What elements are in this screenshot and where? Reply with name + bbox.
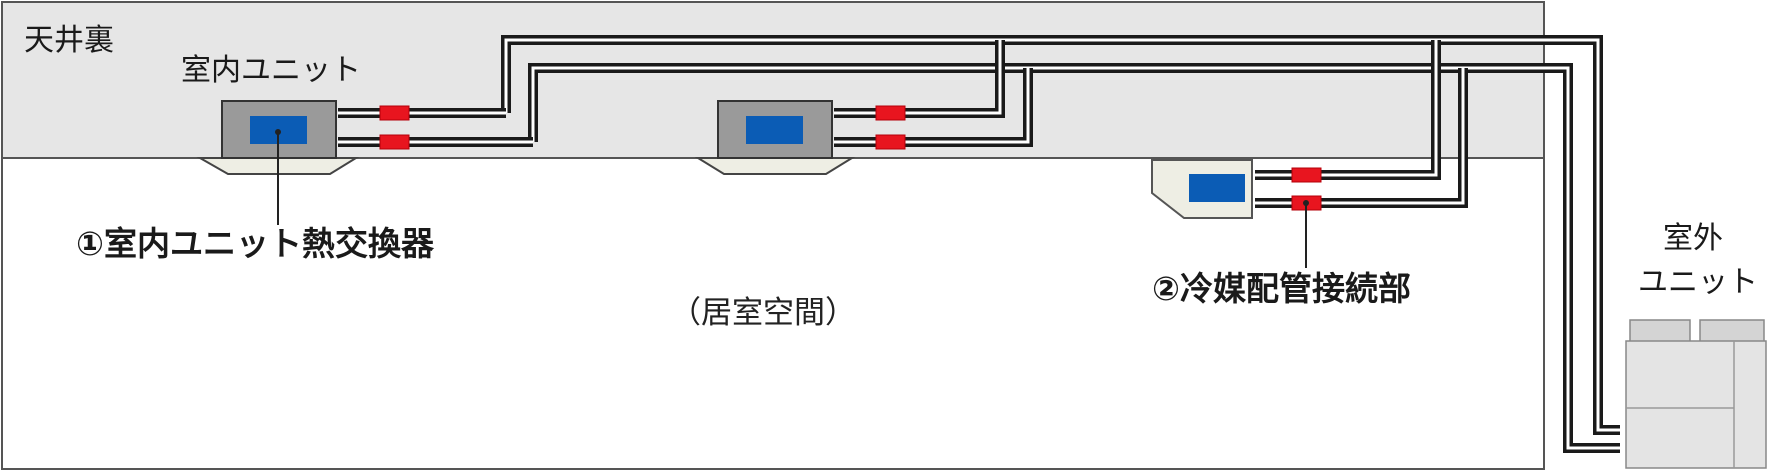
heat-exchanger — [1189, 174, 1245, 202]
connector — [379, 105, 410, 121]
fan-top-right — [1699, 319, 1765, 343]
refrigerant-pipes — [338, 35, 1620, 453]
outdoor-unit-label-line2: ユニット — [1638, 265, 1758, 300]
indoor-unit-3 — [1151, 159, 1253, 219]
heat-exchanger — [746, 116, 803, 144]
callout-pipe-connection: ②冷媒配管接続部 — [1152, 269, 1411, 308]
indoor-unit-label: 室内ユニット — [181, 53, 361, 88]
fan-top-left — [1629, 319, 1691, 343]
room-space — [1, 157, 1545, 470]
connector — [379, 134, 410, 150]
connector — [1291, 167, 1322, 183]
callout-heat-exchanger: ①室内ユニット熱交換器 — [76, 224, 435, 263]
room-label: （居室空間） — [670, 295, 856, 331]
indoor-unit-2 — [694, 100, 856, 175]
connector — [875, 105, 906, 121]
outdoor-unit — [1625, 319, 1767, 469]
connector — [875, 134, 906, 150]
ceiling-label: 天井裏 — [24, 23, 114, 58]
outdoor-unit-body — [1625, 340, 1767, 469]
outdoor-unit-label-line1: 室外 — [1663, 221, 1723, 256]
ceiling-panel — [694, 157, 856, 175]
